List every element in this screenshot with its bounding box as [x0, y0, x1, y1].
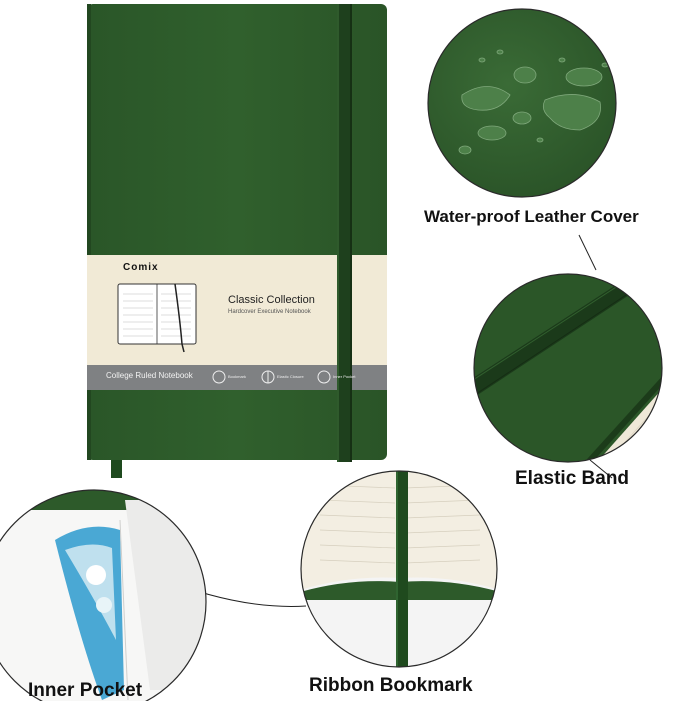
elastic-strap: [337, 4, 352, 462]
leather-cover-closeup: [428, 9, 616, 197]
pocket-feature-icon: [317, 370, 331, 384]
inner-pocket-closeup: [0, 490, 206, 701]
brand-logo-text: Comix: [123, 262, 159, 273]
label-ribbon-bookmark: Ribbon Bookmark: [309, 675, 473, 696]
bookmark-feature-icon: [212, 370, 226, 384]
label-inner-pocket: Inner Pocket: [28, 680, 143, 701]
notebook-illustration: [117, 283, 197, 353]
band-feature-elastic: Elastic Closure: [277, 374, 304, 379]
band-strip-label: College Ruled Notebook: [106, 371, 193, 380]
band-title: Classic Collection: [228, 294, 315, 306]
label-water-proof-cover: Water-proof Leather Cover: [424, 207, 639, 226]
band-feature-pocket: Inner Pocket: [333, 374, 356, 379]
notebook: [87, 4, 387, 478]
ribbon-bookmark-closeup: [301, 471, 497, 667]
band-subtitle: Hardcover Executive Notebook: [228, 309, 311, 315]
band-feature-bookmark: Bookmark: [228, 374, 247, 379]
label-elastic-band: Elastic Band: [515, 468, 630, 489]
elastic-band-closeup: [474, 274, 662, 462]
